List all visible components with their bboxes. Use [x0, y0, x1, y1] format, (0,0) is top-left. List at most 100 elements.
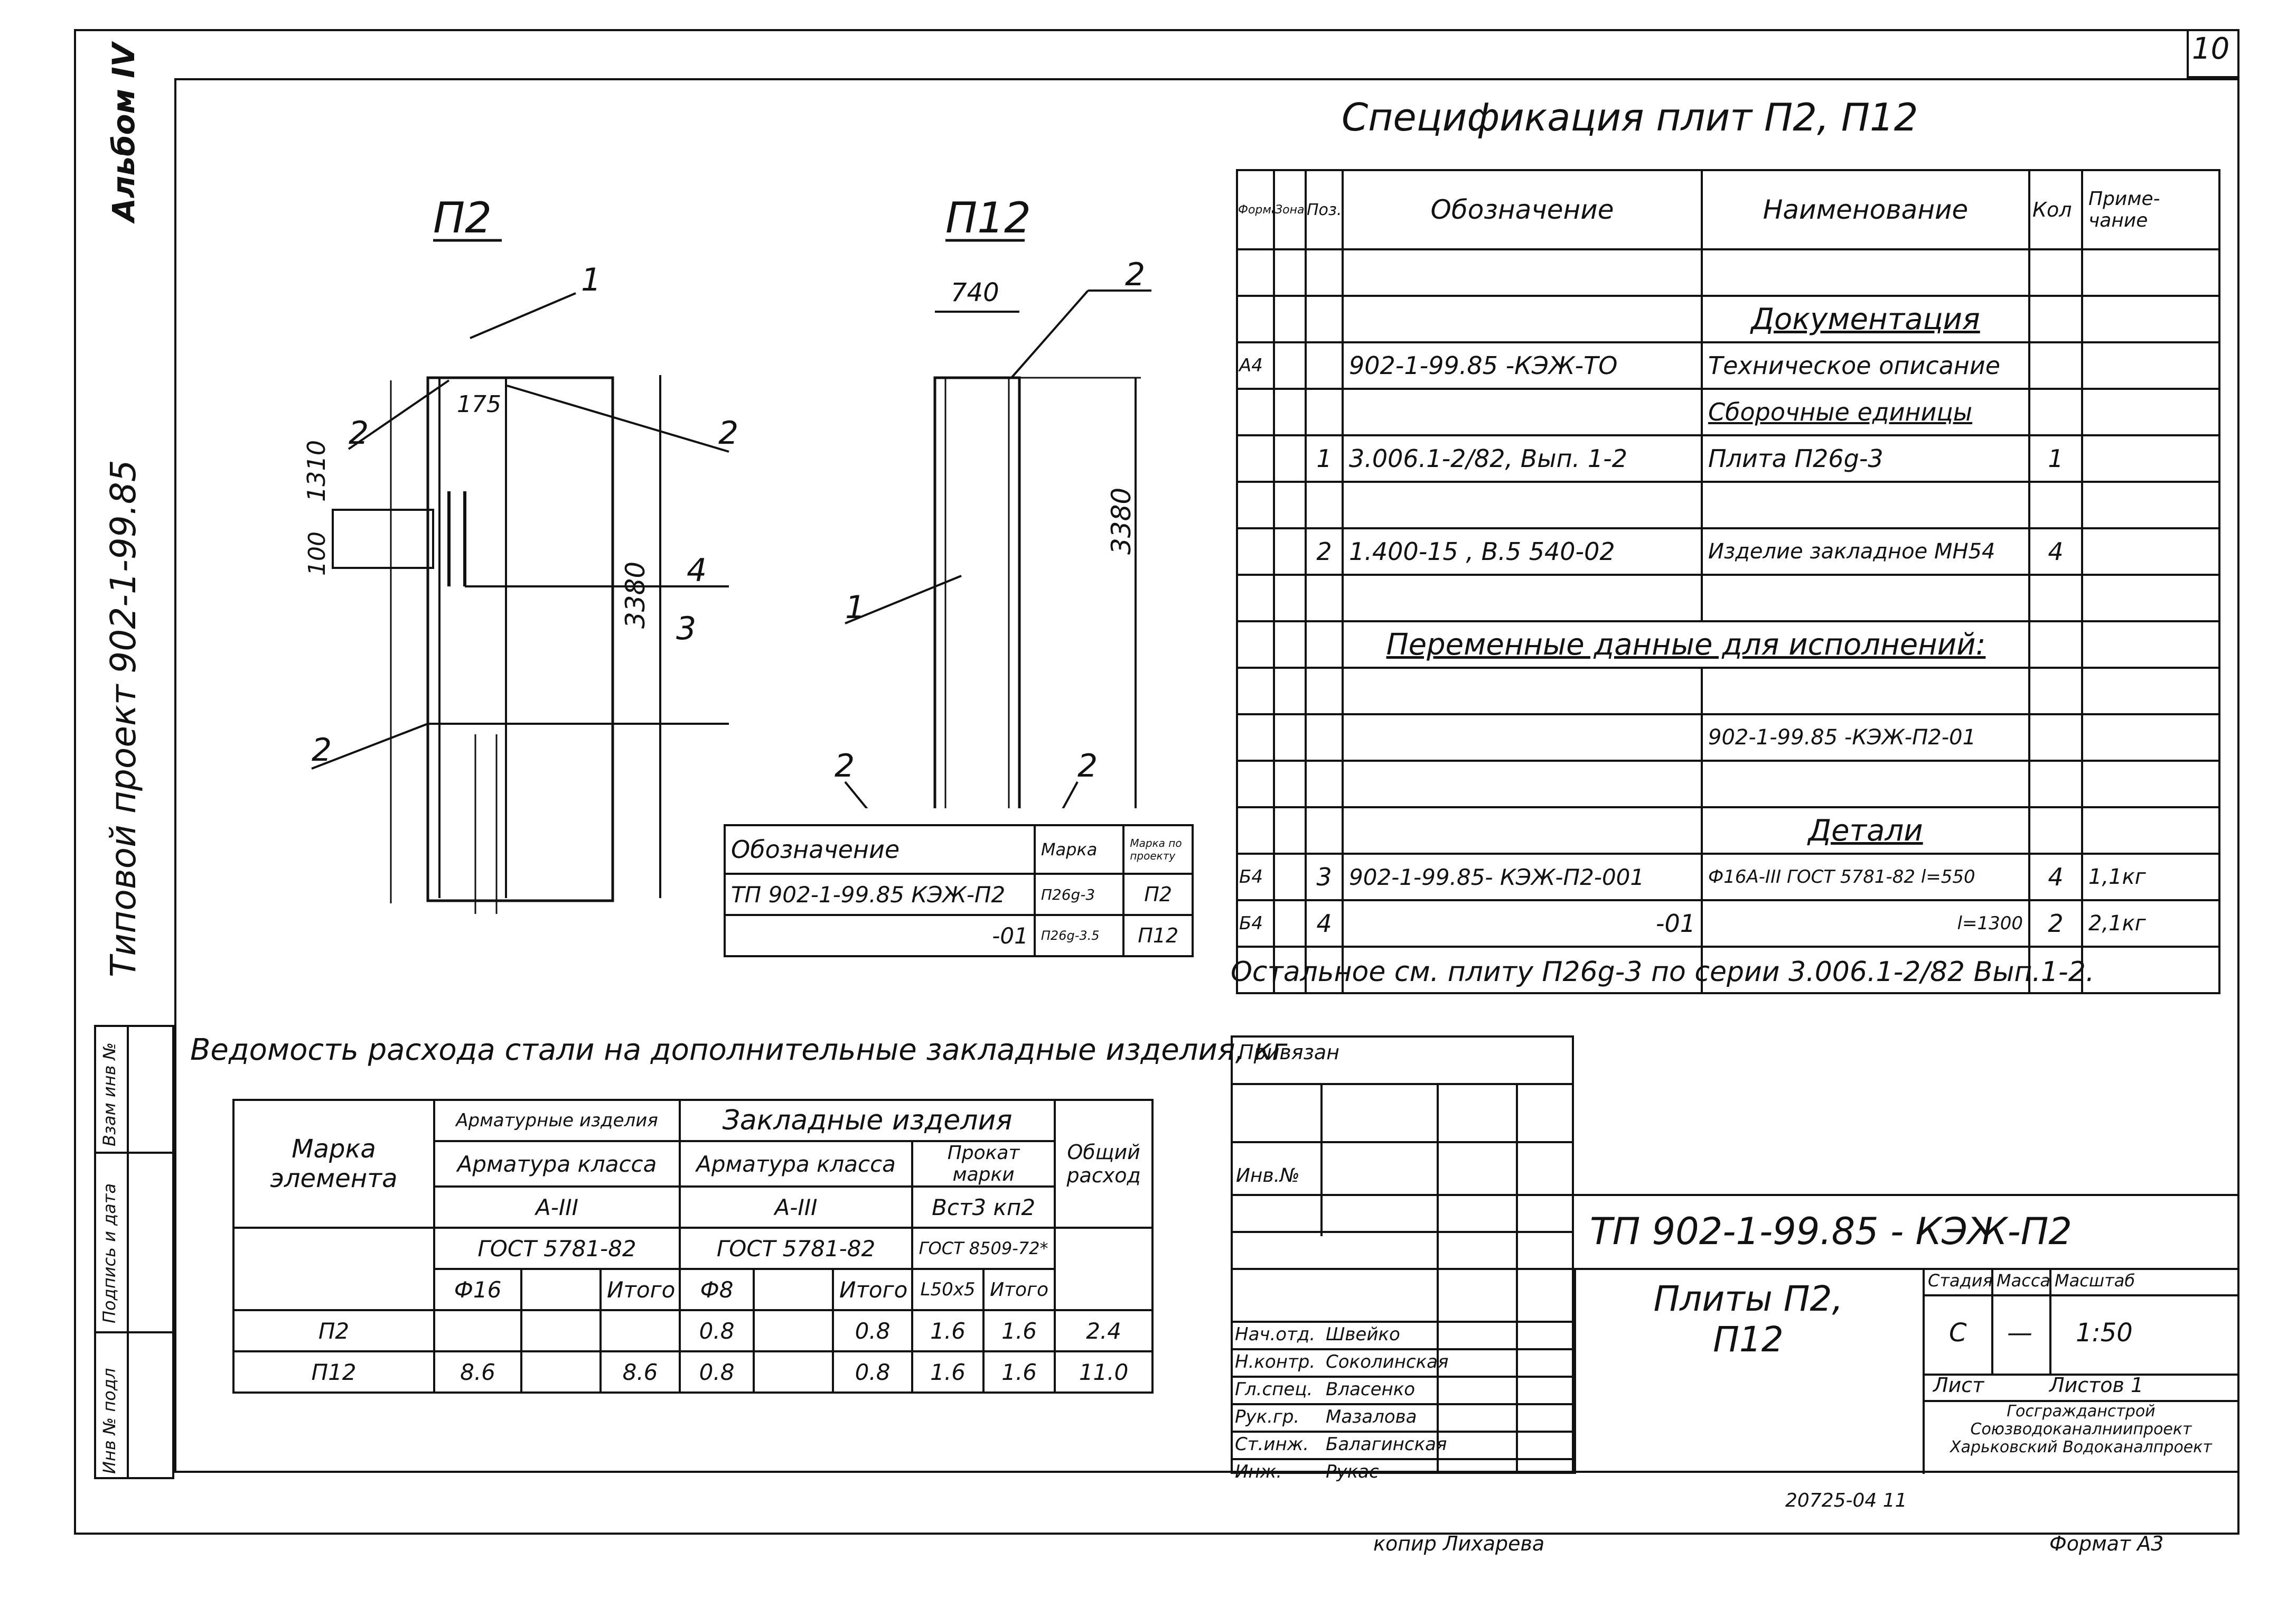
- steel-gost3: ГОСТ 8509-72*: [911, 1227, 1056, 1270]
- spec-cell: [1236, 388, 1275, 436]
- steel-cell: 2.4: [1054, 1309, 1154, 1352]
- stamp-line: [1923, 1400, 2239, 1402]
- spec-cell: 4: [1305, 899, 1344, 948]
- privyazan-box: [1231, 1035, 1574, 1474]
- steel-a3-1: A-III: [433, 1185, 681, 1229]
- steel-gost1: ГОСТ 5781-82: [433, 1227, 681, 1270]
- stamp-name: Плиты П2, П12: [1653, 1278, 1843, 1360]
- p12-callout-2a: 2: [1125, 256, 1145, 293]
- spec-cell: [1342, 667, 1703, 715]
- spec-cell: 1: [2028, 434, 2083, 483]
- steel-h-total: Общий расход: [1054, 1099, 1154, 1229]
- spec-cell: [1236, 713, 1275, 762]
- spec-cell: 902-1-99.85 -КЭЖ-П2-01: [1701, 713, 2030, 762]
- spec-section-details: Детали: [1701, 806, 2030, 855]
- spec-note: Остальное см. плиту П26g-3 по серии 3.00…: [1231, 956, 2095, 988]
- spec-cell: [1273, 388, 1307, 436]
- steel-h-mark: Марка элемента: [232, 1099, 435, 1229]
- steel-cell: П12: [232, 1350, 435, 1394]
- side-cell-1: Инв № подл: [99, 1368, 119, 1474]
- side-cell-3: Взам инв №: [99, 1042, 119, 1146]
- spec-cell: [1342, 574, 1703, 622]
- steel-cell: 0.8: [679, 1350, 755, 1394]
- steel-blank: [232, 1228, 435, 1311]
- steel-cell: 0.8: [679, 1309, 755, 1352]
- spec-cell: [2081, 760, 2220, 808]
- copied-by: копир Лихарева: [1373, 1532, 1545, 1555]
- spec-cell: [1342, 760, 1703, 808]
- spec-cell: [1273, 899, 1307, 948]
- steel-cell: [520, 1350, 602, 1394]
- spec-cell: [1273, 620, 1307, 669]
- spec-cell: [1305, 248, 1344, 297]
- spec-cell: [2081, 574, 2220, 622]
- org-name: Госгражданстрой Союзводоканалниипроект Х…: [1950, 1402, 2212, 1456]
- steel-d8: Ф8: [679, 1268, 755, 1311]
- stamp-line: [1231, 1194, 1574, 1196]
- spec-header: Приме- чание: [2081, 169, 2220, 250]
- spec-cell: [2081, 620, 2220, 669]
- sheet-number: 10: [2192, 32, 2230, 66]
- spec-cell: [1701, 667, 2030, 715]
- spec-cell: [1342, 248, 1703, 297]
- spec-header: Наименование: [1701, 169, 2030, 250]
- p2-callout-2b: 2: [718, 415, 738, 452]
- spec-header: Зона: [1273, 169, 1307, 250]
- steel-cell: [520, 1309, 602, 1352]
- stamp-vline: [1574, 1268, 1576, 1474]
- signature-row: Нач.отд. Швейко: [1231, 1321, 1574, 1348]
- inv-number: 20725-04 11: [1785, 1490, 1907, 1511]
- stamp-vline: [1320, 1083, 1323, 1236]
- project-label: Типовой проект 902-1-99.85: [103, 460, 144, 977]
- steel-h-emb-items: Закладные изделия: [679, 1099, 1056, 1142]
- spec-cell: [1342, 806, 1703, 855]
- spec-cell: [2028, 295, 2083, 343]
- stamp-line: [1923, 1294, 2239, 1296]
- steel-cell: 0.8: [832, 1309, 914, 1352]
- spec-cell: 902-1-99.85 -КЭЖ-ТО: [1342, 341, 1703, 390]
- spec-cell: [1305, 806, 1344, 855]
- spec-cell: [2081, 481, 2220, 529]
- spec-cell: -01: [1342, 899, 1703, 948]
- spec-cell: [1236, 667, 1275, 715]
- mark-header-mark: Марка: [1033, 824, 1125, 875]
- sheet-label: Лист: [1933, 1374, 1984, 1397]
- p2-callout-4: 4: [687, 552, 707, 589]
- p12-dim-740: 740: [951, 278, 999, 307]
- steel-cell: 11.0: [1054, 1350, 1154, 1394]
- steel-h-arm-items: Арматурные изделия: [433, 1099, 681, 1142]
- stamp-line: [1231, 1268, 2239, 1270]
- spec-cell: [1236, 620, 1275, 669]
- spec-cell: 1: [1305, 434, 1344, 483]
- spec-cell: [1342, 295, 1703, 343]
- p2-dim-100-left: 100: [304, 531, 331, 576]
- spec-section-assemblies: Сборочные единицы: [1701, 388, 2030, 436]
- steel-cell: 8.6: [599, 1350, 681, 1394]
- steel-title: Ведомость расхода стали на дополнительны…: [190, 1033, 1288, 1067]
- stamp-vline: [2049, 1268, 2051, 1374]
- spec-cell: Б4: [1236, 853, 1275, 901]
- spec-cell: [1305, 295, 1344, 343]
- spec-header: Формат: [1236, 169, 1275, 250]
- mark-cell: П2: [1122, 873, 1194, 916]
- p12-callout-2b: 2: [835, 748, 855, 785]
- steel-l50: L50х5: [911, 1268, 985, 1311]
- spec-cell: [1305, 620, 1344, 669]
- signature-role: Ст.инж.: [1235, 1434, 1309, 1455]
- spec-cell: [1236, 574, 1275, 622]
- scale-header: Масштаб: [2055, 1271, 2135, 1291]
- spec-cell: [1236, 760, 1275, 808]
- spec-cell: [1236, 481, 1275, 529]
- spec-cell: [2028, 481, 2083, 529]
- spec-cell: [1236, 434, 1275, 483]
- mark-cell: П26g-3.5: [1033, 914, 1125, 957]
- steel-gost2: ГОСТ 5781-82: [679, 1227, 914, 1270]
- spec-cell: 2: [1305, 527, 1344, 576]
- spec-cell: [1305, 667, 1344, 715]
- spec-table: Формат Зона Поз. Обозначение Наименовани…: [1236, 169, 2220, 994]
- format-label: Формат А3: [2049, 1532, 2164, 1555]
- privyazan-label: Привязан: [1239, 1041, 1339, 1064]
- steel-itogo1: Итого: [599, 1268, 681, 1311]
- spec-cell: 4: [2028, 853, 2083, 901]
- spec-cell: [1305, 574, 1344, 622]
